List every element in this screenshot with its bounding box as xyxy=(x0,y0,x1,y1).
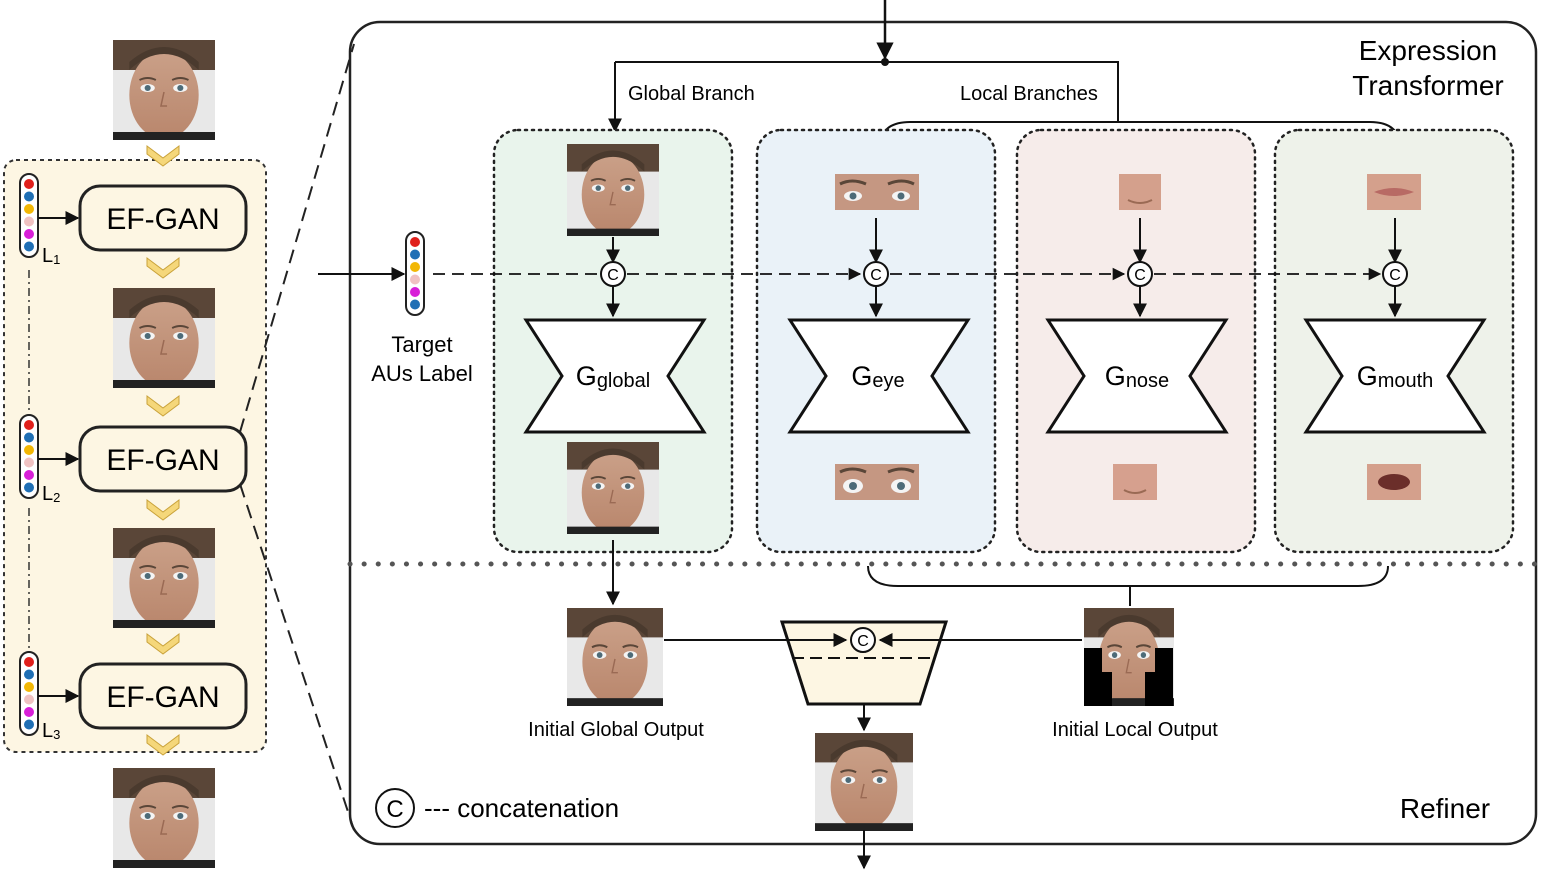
au-dot xyxy=(410,249,420,260)
label-l1: L1 xyxy=(42,245,60,267)
svg-text:C: C xyxy=(1134,267,1146,284)
svg-text:Gnose: Gnose xyxy=(1105,361,1169,392)
label-l3: L3 xyxy=(42,720,60,742)
au-dot xyxy=(24,669,34,680)
concat-icon xyxy=(375,788,415,828)
au-dot xyxy=(24,682,34,692)
au-dot xyxy=(24,707,34,717)
input-face-image xyxy=(111,38,217,142)
au-dot xyxy=(410,274,420,285)
initial-global-output-image xyxy=(566,607,664,707)
au-dot xyxy=(24,719,34,730)
eye-crop-output xyxy=(835,464,919,500)
svg-text:C: C xyxy=(607,267,619,284)
au-dot xyxy=(24,457,34,468)
au-label-vector-1 xyxy=(19,173,39,258)
au-label-vector-3 xyxy=(19,651,39,736)
au-dot xyxy=(24,204,34,214)
au-dot xyxy=(24,432,34,443)
svg-text:C: C xyxy=(1389,267,1401,284)
initial-local-output-image xyxy=(1083,607,1175,707)
svg-text:C: C xyxy=(386,796,403,823)
refiner-block xyxy=(779,620,949,706)
svg-text:Gglobal: Gglobal xyxy=(576,361,650,392)
nose-crop-output xyxy=(1113,464,1157,500)
initial-global-output-label: Initial Global Output xyxy=(528,719,704,741)
svg-text:Gmouth: Gmouth xyxy=(1357,361,1434,392)
svg-text:EF-GAN: EF-GAN xyxy=(106,203,219,236)
target-au-vector xyxy=(405,231,425,316)
mouth-crop-output xyxy=(1367,464,1421,500)
label-l2: L2 xyxy=(42,483,60,505)
refiner-title: Refiner xyxy=(1400,793,1490,824)
output-face-image xyxy=(111,766,217,870)
global-branch-label: Global Branch xyxy=(628,83,755,105)
au-dot xyxy=(410,237,420,247)
generator-nose: Gnose xyxy=(1045,318,1229,434)
zoom-line-bottom xyxy=(239,483,355,831)
expression-transformer-title: Expression xyxy=(1359,35,1498,66)
local-branches-label: Local Branches xyxy=(960,83,1098,105)
generator-eye: Geye xyxy=(787,318,971,434)
au-dot xyxy=(24,229,34,239)
nose-crop-input xyxy=(1119,174,1161,210)
mouth-crop-input xyxy=(1367,174,1421,210)
main-frame xyxy=(348,20,1538,846)
face-image-step2 xyxy=(111,526,217,630)
zoom-line-top xyxy=(239,43,355,433)
local-merge-bracket xyxy=(867,565,1389,587)
svg-text:C: C xyxy=(857,633,869,650)
concat-icon: C xyxy=(863,261,889,287)
concat-icon: C xyxy=(850,627,876,653)
initial-local-output-label: Initial Local Output xyxy=(1052,719,1218,741)
legend-text: --- concatenation xyxy=(424,793,619,823)
concat-icon: C xyxy=(1127,261,1153,287)
au-label-vector-2 xyxy=(19,414,39,499)
target-aus-label: Target xyxy=(391,332,452,357)
au-dot xyxy=(24,179,34,189)
ef-gan-block-2: EF-GAN xyxy=(78,425,248,493)
au-dot xyxy=(24,191,34,202)
concat-legend: C --- concatenation xyxy=(375,788,619,828)
au-dot xyxy=(24,694,34,705)
au-dot xyxy=(24,241,34,252)
au-dot xyxy=(24,482,34,493)
ef-gan-block-1: EF-GAN xyxy=(78,184,248,252)
svg-text:Geye: Geye xyxy=(851,361,904,392)
generator-mouth: Gmouth xyxy=(1303,318,1487,434)
svg-text:EF-GAN: EF-GAN xyxy=(106,444,219,477)
target-aus-label-2: AUs Label xyxy=(371,361,473,386)
ef-gan-block-3: EF-GAN xyxy=(78,662,248,730)
global-input-face xyxy=(566,143,660,237)
svg-text:C: C xyxy=(870,267,882,284)
au-dot xyxy=(24,420,34,430)
eye-crop-input xyxy=(835,174,919,210)
au-dot xyxy=(410,287,420,297)
branch-split-line xyxy=(615,61,1119,122)
au-dot xyxy=(24,470,34,480)
concat-icon: C xyxy=(600,261,626,287)
concat-icon: C xyxy=(1382,261,1408,287)
au-dot xyxy=(24,657,34,667)
svg-text:EF-GAN: EF-GAN xyxy=(106,681,219,714)
au-dot xyxy=(410,299,420,310)
generator-global: Gglobal xyxy=(523,318,707,434)
final-output-face xyxy=(814,732,914,832)
au-dot xyxy=(24,216,34,227)
expression-transformer-title-2: Transformer xyxy=(1352,70,1503,101)
face-image-step1 xyxy=(111,286,217,390)
au-dot xyxy=(410,262,420,272)
global-output-face xyxy=(566,441,660,535)
au-dot xyxy=(24,445,34,455)
